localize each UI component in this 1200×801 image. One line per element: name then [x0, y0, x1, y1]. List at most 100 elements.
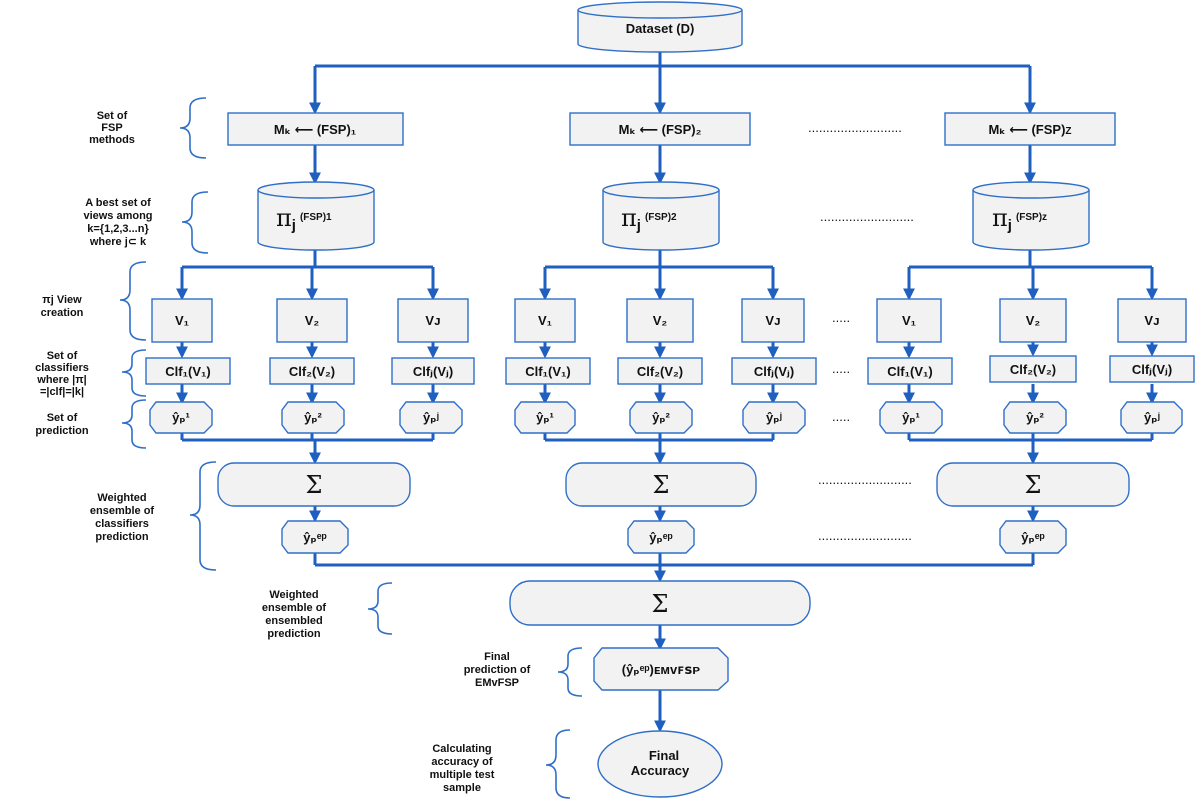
svg-text:πj(FSP)1: πj(FSP)1 — [276, 204, 332, 234]
connector — [182, 250, 433, 269]
side-label-view-creation: πj View creation — [41, 294, 84, 319]
prediction-label: ŷₚ² — [1026, 410, 1044, 425]
svg-text:πj(FSP)z: πj(FSP)z — [992, 204, 1047, 234]
view-label: V₁ — [902, 313, 916, 328]
side-label-fsp-methods: Set of FSP methods — [89, 110, 135, 146]
fsp-method-label: Mₖ ⟵ (FSP) — [619, 122, 696, 137]
fsp-method-sub: ₁ — [351, 122, 356, 137]
fsp-method-sub: Z — [1065, 126, 1071, 137]
brace — [181, 191, 209, 254]
prediction-label: ŷₚ² — [304, 410, 322, 425]
svg-text:Mₖ ⟵ (FSP)₁: Mₖ ⟵ (FSP)₁ — [274, 122, 356, 137]
svg-text:=|clf|=|k|: =|clf|=|k| — [40, 386, 84, 398]
svg-text:Set of: Set of — [97, 110, 128, 122]
final-accuracy-node: Final Accuracy — [597, 730, 723, 798]
svg-text:ensembled: ensembled — [265, 615, 322, 627]
svg-text:prediction: prediction — [95, 531, 148, 543]
pi-superscript: (FSP)z — [1016, 212, 1047, 223]
dots-separator: .......................... — [818, 472, 912, 487]
classifier-label: Clf₂(V₂) — [289, 364, 335, 379]
connector — [909, 250, 1152, 269]
side-label-weighted-ensembled: Weighted ensemble of ensembled predictio… — [262, 589, 327, 640]
brace — [179, 97, 207, 159]
fsp-method-2: Mₖ ⟵ (FSP)₂ — [569, 112, 751, 146]
svg-text:ensemble of: ensemble of — [262, 602, 327, 614]
sigma-label: Σ — [306, 471, 323, 499]
brace — [121, 349, 147, 397]
classifier-label: Clf₂(V₂) — [1010, 362, 1056, 377]
pi-superscript: (FSP)2 — [645, 212, 677, 223]
pi-symbol: π — [621, 204, 637, 232]
prediction-label: ŷₚʲ — [766, 410, 782, 425]
prediction-label: ŷₚ² — [652, 410, 670, 425]
flow-lines — [176, 52, 1158, 733]
final-prediction-node: (ŷₚᵉᵖ)ᴇᴍᴠꜰꜱᴘ — [593, 647, 729, 691]
connector — [907, 433, 1154, 442]
brace — [121, 399, 147, 449]
brace — [119, 261, 147, 341]
connector — [313, 553, 1035, 567]
side-label-best-views: A best set of views among k={1,2,3...n} … — [83, 197, 152, 248]
sigma-label: Σ — [653, 471, 670, 499]
view-label: V₁ — [538, 313, 552, 328]
view-label: Vᴊ — [425, 313, 440, 328]
svg-text:methods: methods — [89, 134, 135, 146]
svg-text:views among: views among — [83, 210, 152, 222]
pi-superscript: (FSP)1 — [300, 212, 332, 223]
svg-text:EMvFSP: EMvFSP — [475, 677, 519, 689]
ensemble-prediction-label: ŷₚᵉᵖ — [1021, 530, 1044, 545]
svg-text:πj View: πj View — [42, 294, 82, 306]
svg-text:where j⊂ k: where j⊂ k — [89, 236, 147, 248]
side-label-final-prediction: Final prediction of EMvFSP — [464, 651, 531, 689]
svg-text:classifiers: classifiers — [95, 518, 149, 530]
brace — [367, 582, 393, 635]
ensemble-prediction-label: ŷₚᵉᵖ — [303, 530, 326, 545]
prediction-label: ŷₚ¹ — [536, 410, 554, 425]
final-accuracy-line: Accuracy — [631, 763, 690, 778]
svg-text:creation: creation — [41, 307, 84, 319]
svg-text:A best set of: A best set of — [85, 197, 151, 209]
dataset-label: Dataset (D) — [626, 21, 695, 36]
dots-separator: .......................... — [818, 528, 912, 543]
brace — [545, 729, 571, 799]
svg-text:classifiers: classifiers — [35, 362, 89, 374]
side-braces — [119, 97, 583, 799]
svg-text:accuracy of: accuracy of — [431, 756, 492, 768]
svg-text:Final: Final — [484, 651, 510, 663]
view-label: Vᴊ — [765, 313, 780, 328]
views-cylinder-z: πj(FSP)z — [972, 181, 1090, 251]
side-label-accuracy: Calculating accuracy of multiple test sa… — [430, 743, 495, 794]
svg-text:Mₖ ⟵ (FSP)Z: Mₖ ⟵ (FSP)Z — [988, 122, 1071, 137]
svg-text:sample: sample — [443, 782, 481, 794]
fsp-method-label: Mₖ ⟵ (FSP) — [988, 122, 1065, 137]
ensemble-prediction-label: ŷₚᵉᵖ — [649, 530, 672, 545]
dataset-cylinder: Dataset (D) — [577, 1, 743, 53]
classifier-label: Clf₁(V₁) — [887, 364, 932, 379]
svg-text:where |π|: where |π| — [36, 374, 86, 386]
svg-text:Set of: Set of — [47, 412, 78, 424]
classifier-label: Clf₁(V₁) — [525, 364, 570, 379]
side-label-weighted-classifiers: Weighted ensemble of classifiers predict… — [90, 492, 155, 543]
svg-text:k={1,2,3...n}: k={1,2,3...n} — [87, 223, 149, 235]
side-label-prediction: Set of prediction — [35, 412, 88, 437]
view-label: Vᴊ — [1144, 313, 1159, 328]
svg-text:prediction of: prediction of — [464, 664, 531, 676]
svg-text:Calculating: Calculating — [432, 743, 491, 755]
connector — [545, 250, 773, 269]
classifier-label: Clf₂(V₂) — [637, 364, 683, 379]
final-prediction-label: (ŷₚᵉᵖ)ᴇᴍᴠꜰꜱᴘ — [622, 662, 700, 677]
dots-separator: .......................... — [820, 209, 914, 224]
prediction-label: ŷₚʲ — [1144, 410, 1160, 425]
fsp-method-label: Mₖ ⟵ (FSP) — [274, 122, 351, 137]
classifier-label: Clfⱼ(Vⱼ) — [754, 364, 794, 379]
fsp-method-z: Mₖ ⟵ (FSP)Z — [944, 112, 1116, 146]
classifier-label: Clfⱼ(Vⱼ) — [413, 364, 453, 379]
prediction-label: ŷₚ¹ — [172, 410, 190, 425]
connector — [543, 433, 775, 442]
fsp-method-1: Mₖ ⟵ (FSP)₁ — [227, 112, 404, 146]
svg-text:prediction: prediction — [267, 628, 320, 640]
svg-text:prediction: prediction — [35, 425, 88, 437]
svg-text:FSP: FSP — [101, 122, 122, 134]
view-label: V₂ — [653, 313, 668, 328]
